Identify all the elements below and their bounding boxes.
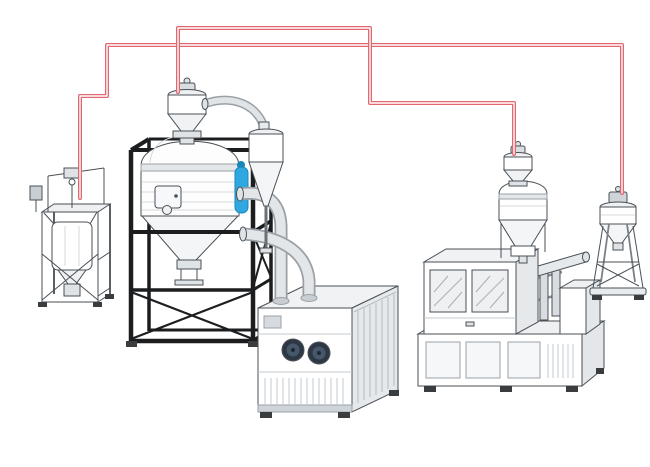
- floor-stand-receiver: [589, 186, 647, 300]
- guard-window-right: [471, 269, 509, 313]
- supply-air-pipe: [242, 229, 314, 297]
- drying-hopper: [140, 135, 240, 286]
- hoist-motor: [29, 185, 43, 201]
- hoist-trolley: [63, 167, 81, 179]
- process-air-pipes: [236, 186, 318, 305]
- machine-hopper-loader: [502, 141, 534, 187]
- dryer-display: [263, 315, 282, 329]
- receiver-base-plate: [589, 287, 647, 296]
- machine-hopper-body: [498, 180, 548, 221]
- conveying-line-a-core: [79, 44, 623, 199]
- conveying-lines: [78, 26, 624, 200]
- cyclone-body: [248, 133, 284, 163]
- cyclone-separator: [201, 95, 284, 254]
- hopper-cone: [140, 215, 240, 261]
- big-bag: [51, 221, 93, 271]
- dryer-grille: [264, 378, 344, 404]
- big-bag-station: [29, 167, 114, 307]
- machine-hopper-dryer: [498, 141, 548, 264]
- return-air-pipe: [239, 188, 286, 300]
- machine-hopper-cone: [498, 219, 548, 247]
- hopper-loader: [166, 77, 208, 145]
- drying-hopper-station: [126, 77, 276, 347]
- cyclone-cone: [248, 161, 284, 207]
- hopper-stand-front: [126, 150, 276, 347]
- receiver-cone: [599, 223, 637, 244]
- receiver-motor: [608, 191, 628, 204]
- guard-window-left: [429, 269, 467, 313]
- injection-unit: [559, 287, 587, 335]
- conveying-line-b-core: [177, 27, 515, 155]
- hopper-porthole: [162, 205, 172, 215]
- injection-molding-machine: [416, 248, 606, 392]
- bag-discharge-cone: [57, 269, 87, 285]
- platen-front: [539, 267, 549, 321]
- bag-frame-top: [40, 203, 112, 213]
- dehumidifying-dryer: [257, 285, 399, 418]
